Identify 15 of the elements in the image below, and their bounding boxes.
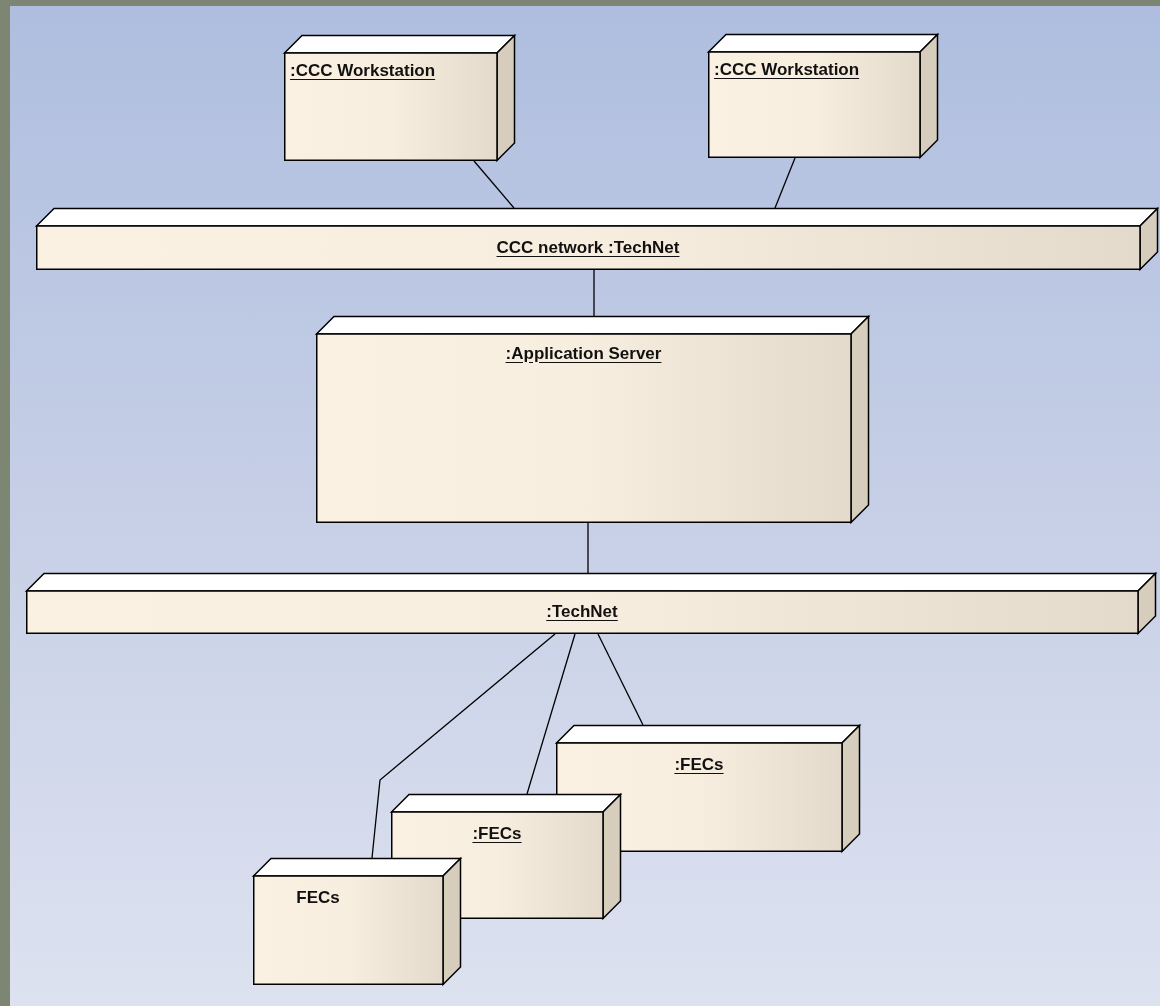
node-label: :CCC Workstation xyxy=(290,61,436,81)
node-label: :CCC Workstation xyxy=(714,60,860,80)
node-label: :FECs xyxy=(472,824,522,844)
connector-line xyxy=(774,157,796,209)
connector-line xyxy=(371,633,556,859)
connector-line xyxy=(597,633,644,726)
node-label: FECs xyxy=(296,888,340,908)
connector-line xyxy=(593,269,595,317)
node-label: CCC network :TechNet xyxy=(496,238,680,258)
node-label: :TechNet xyxy=(546,602,618,622)
node-label: :Application Server xyxy=(505,344,662,364)
connector-line xyxy=(526,633,576,795)
connector-line xyxy=(587,522,589,574)
node-label: :FECs xyxy=(674,755,724,775)
connector-line xyxy=(473,160,515,209)
